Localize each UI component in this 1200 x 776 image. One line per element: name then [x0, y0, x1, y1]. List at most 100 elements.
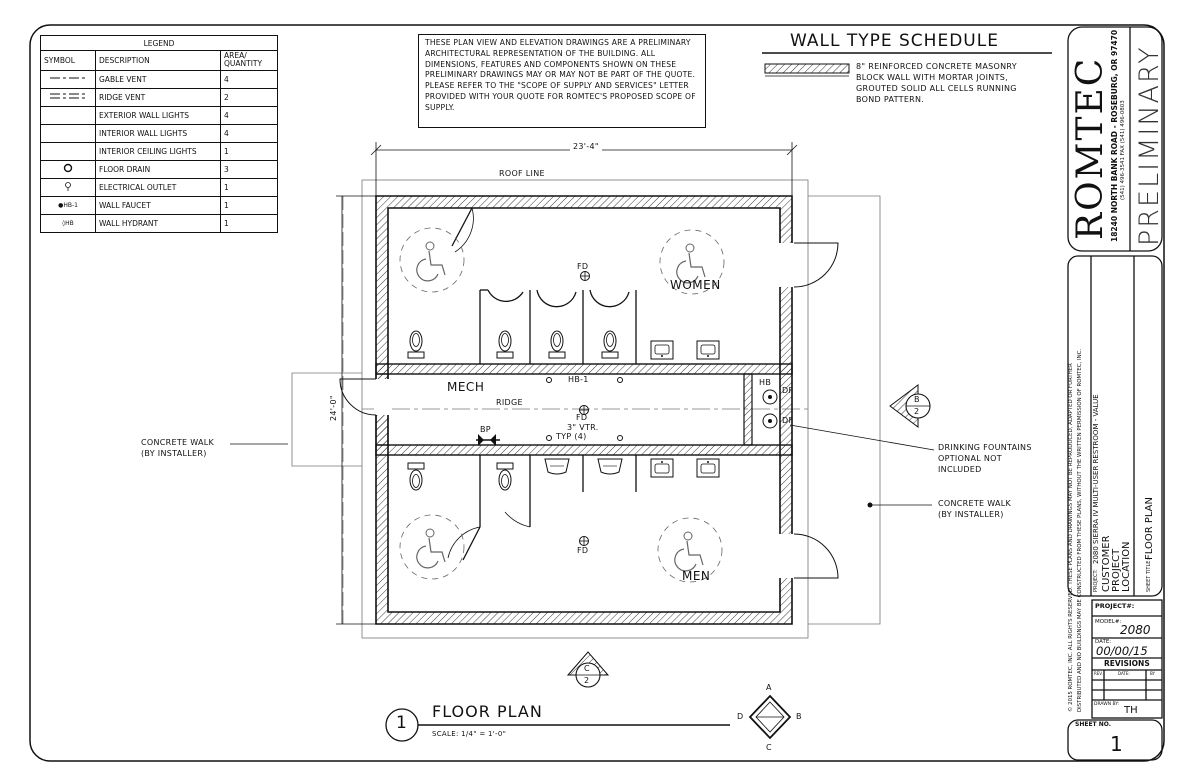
legend-symbol-empty [40, 105, 96, 125]
wall-faucet-icon: ●HB-1 [40, 195, 96, 215]
floor-drain-icon [579, 536, 589, 546]
drinking-fountain-icon [762, 389, 778, 405]
wall-schedule-line: GROUTED SOLID ALL CELLS RUNNING [856, 84, 1017, 93]
legend-header-symbol: SYMBOL [40, 50, 96, 71]
fountains-callout: INCLUDED [938, 465, 982, 474]
concrete-walk-left-outline [291, 372, 362, 467]
copyright-notice: © 2015 ROMTEC, INC. ALL RIGHTS RESERVED.… [1068, 363, 1074, 712]
toilet-icon [548, 330, 566, 359]
legend-quantity: 3 [220, 159, 278, 179]
gable-vent-icon [40, 69, 96, 89]
men-door-opening [778, 534, 794, 578]
legend-table: LEGEND SYMBOL DESCRIPTION AREA/ QUANTITY… [40, 35, 278, 233]
disclaimer-note: THESE PLAN VIEW AND ELEVATION DRAWINGS A… [418, 34, 706, 128]
walk-right-callout: (BY INSTALLER) [938, 510, 1004, 519]
sheet-title-label: SHEET TITLE: [1146, 558, 1152, 592]
legend-row: INTERIOR WALL LIGHTS 4 [40, 123, 278, 143]
fountains-callout: DRINKING FOUNTAINS [938, 443, 1032, 452]
legend-description: RIDGE VENT [95, 87, 221, 107]
room-label-men: MEN [682, 569, 711, 583]
legend-header-quantity: AREA/ QUANTITY [220, 50, 278, 71]
urinal-icon [597, 458, 623, 475]
company-address: 18240 NORTH BANK ROAD - ROSEBURG, OR 974… [1110, 29, 1119, 242]
rev-column: BY [1150, 671, 1155, 676]
toilet-icon [407, 330, 425, 359]
sheet-title: FLOOR PLAN [1144, 497, 1155, 560]
height-dimension-label: 24'-0" [329, 392, 338, 424]
title-block-frame [1067, 26, 1163, 761]
drawing-number: 1 [396, 713, 407, 733]
concrete-walk-outline [808, 195, 881, 625]
room-label-women: WOMEN [670, 278, 721, 292]
legend-row: ◊HB WALL HYDRANT 1 [40, 213, 278, 233]
compass-d: D [737, 712, 744, 721]
legend-quantity: 2 [220, 87, 278, 107]
drawn-by-value: TH [1124, 705, 1138, 716]
legend-quantity: 1 [220, 213, 278, 233]
project-number-label: PROJECT#: [1095, 602, 1135, 610]
legend-quantity: 4 [220, 105, 278, 125]
width-dimension-label: 23'-4" [570, 142, 602, 152]
drawing-scale: SCALE: 1/4" = 1'-0" [432, 730, 507, 738]
toilet-icon [496, 462, 514, 491]
women-south-wall [375, 363, 793, 375]
electrical-outlet-icon [40, 177, 96, 197]
sink-icon [650, 458, 674, 478]
revisions-label: REVISIONS [1104, 659, 1150, 668]
room-label-mech: MECH [447, 380, 485, 394]
copyright-notice-2: DISTRIBUTED AND NO BUILDINGS MAY BE CONS… [1077, 348, 1083, 712]
legend-quantity: 4 [220, 123, 278, 143]
legend-quantity: 4 [220, 69, 278, 89]
project-value: 2080 SIERRA IV MULTI-USER RESTROOM - VAL… [1092, 394, 1100, 564]
sheet-number: 1 [1110, 732, 1123, 756]
mech-door [339, 378, 377, 416]
legend-description: EXTERIOR WALL LIGHTS [95, 105, 221, 125]
legend-description: WALL HYDRANT [95, 213, 221, 233]
wall-schedule-line: BOND PATTERN. [856, 95, 925, 104]
legend-symbol-label: HB-1 [63, 202, 78, 209]
rev-column: DATE: [1118, 671, 1130, 676]
legend-title: LEGEND [40, 35, 278, 51]
wall-type-swatch [764, 63, 850, 74]
sheet-number-label: SHEET NO. [1075, 721, 1111, 728]
roof-line-label: ROOF LINE [499, 169, 545, 178]
df-label: DF [782, 386, 794, 395]
ridge-label: RIDGE [494, 398, 525, 408]
legend-description: GABLE VENT [95, 69, 221, 89]
height-dimension [336, 195, 376, 625]
floor-drain-icon [580, 271, 590, 281]
compass-c: C [766, 743, 772, 752]
sheet-border [29, 24, 1165, 762]
legend-description: FLOOR DRAIN [95, 159, 221, 179]
company-phone: (541) 496-3541 FAX (541) 496-0803 [1120, 100, 1126, 200]
drawn-by-label: DRAWN BY: [1094, 702, 1119, 707]
vtr-vent-icon [546, 435, 552, 441]
compass-icon [748, 694, 792, 740]
exterior-wall [375, 195, 793, 625]
model-value: 2080 [1120, 623, 1151, 637]
vtr-vent-icon [617, 435, 623, 441]
women-accessible-circle [399, 227, 465, 293]
walk-right-dot [867, 502, 873, 508]
legend-row: GABLE VENT 4 [40, 69, 278, 89]
legend-row: ●HB-1 WALL FAUCET 1 [40, 195, 278, 215]
legend-symbol-empty [40, 123, 96, 143]
legend-header-description: DESCRIPTION [95, 50, 221, 71]
legend-symbol-empty [40, 141, 96, 161]
bp-label: BP [480, 425, 491, 434]
floor-drain-icon [40, 159, 96, 179]
date-label: DATE: [1095, 639, 1112, 645]
legend-row: ELECTRICAL OUTLET 1 [40, 177, 278, 197]
floor-drain-label: FD [576, 413, 588, 422]
date-value: 00/00/15 [1096, 644, 1148, 658]
drawing-title: FLOOR PLAN [432, 702, 543, 721]
mech-door-opening [374, 379, 390, 415]
floor-drain-label: FD [577, 262, 589, 271]
walk-right-callout: CONCRETE WALK [938, 499, 1012, 508]
vtr-label: TYP (4) [556, 432, 587, 441]
preliminary-stamp: PRELIMINARY [1134, 45, 1165, 246]
walk-left-callout: (BY INSTALLER) [141, 449, 207, 458]
men-north-wall [375, 444, 793, 456]
legend-row: RIDGE VENT 2 [40, 87, 278, 107]
women-stalls [451, 207, 637, 364]
